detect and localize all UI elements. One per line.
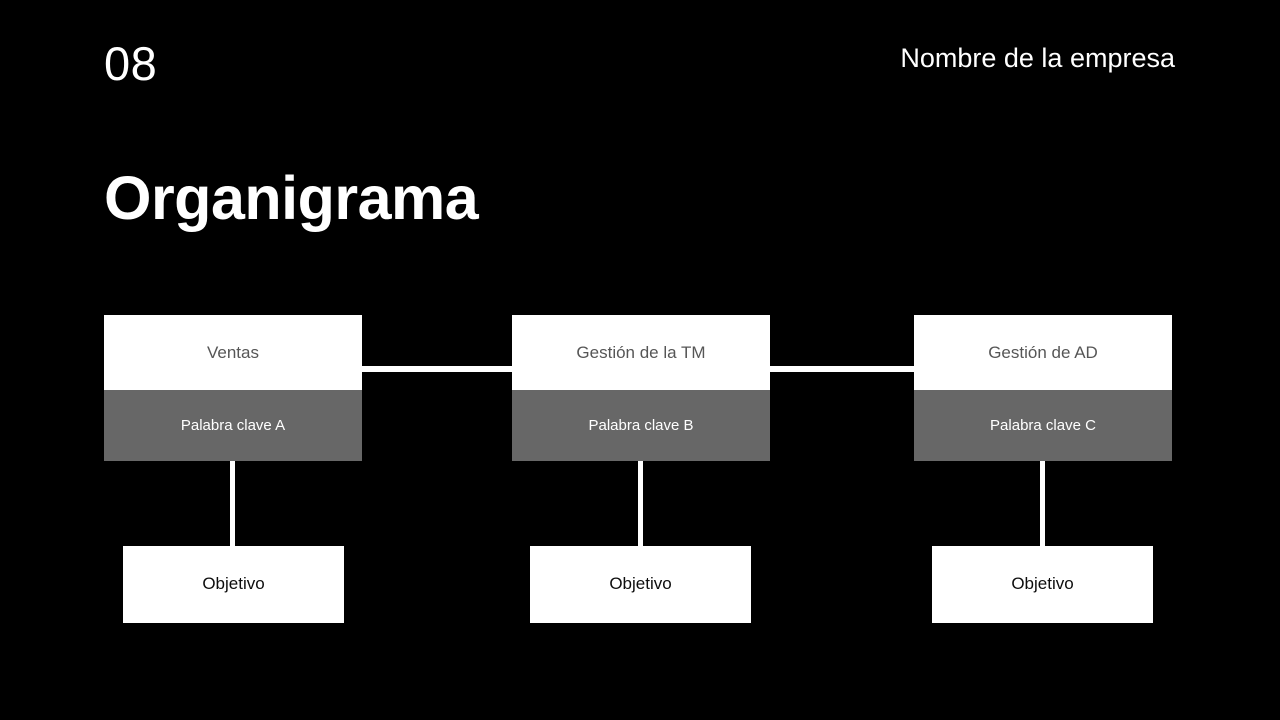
- connector-vertical-2: [638, 461, 643, 546]
- branch-keyword-box-1[interactable]: Palabra clave A: [104, 390, 362, 461]
- branch-keyword-box-3[interactable]: Palabra clave C: [914, 390, 1172, 461]
- connector-vertical-1: [230, 461, 235, 546]
- branch-goal-label-3: Objetivo: [1011, 574, 1074, 594]
- branch-goal-box-3[interactable]: Objetivo: [932, 546, 1153, 623]
- branch-keyword-box-2[interactable]: Palabra clave B: [512, 390, 770, 461]
- connector-horizontal-2-3: [770, 366, 914, 372]
- branch-head-label-1: Ventas: [207, 342, 259, 362]
- branch-goal-box-2[interactable]: Objetivo: [530, 546, 751, 623]
- branch-head-box-1[interactable]: Ventas: [104, 315, 362, 391]
- branch-head-box-2[interactable]: Gestión de la TM: [512, 315, 770, 391]
- branch-goal-label-2: Objetivo: [609, 574, 672, 594]
- branch-keyword-label-2: Palabra clave B: [588, 416, 694, 434]
- branch-head-label-2: Gestión de la TM: [576, 342, 706, 362]
- branch-goal-label-1: Objetivo: [202, 574, 265, 594]
- branch-head-box-3[interactable]: Gestión de AD: [914, 315, 1172, 391]
- connector-vertical-3: [1040, 461, 1045, 546]
- branch-goal-box-1[interactable]: Objetivo: [123, 546, 344, 623]
- slide-number: 08: [104, 37, 158, 90]
- company-name: Nombre de la empresa: [900, 43, 1175, 73]
- connector-horizontal-1-2: [362, 366, 512, 372]
- branch-keyword-label-3: Palabra clave C: [990, 416, 1096, 434]
- branch-keyword-label-1: Palabra clave A: [180, 416, 286, 434]
- branch-head-label-3: Gestión de AD: [988, 342, 1098, 362]
- page-title: Organigrama: [104, 164, 479, 232]
